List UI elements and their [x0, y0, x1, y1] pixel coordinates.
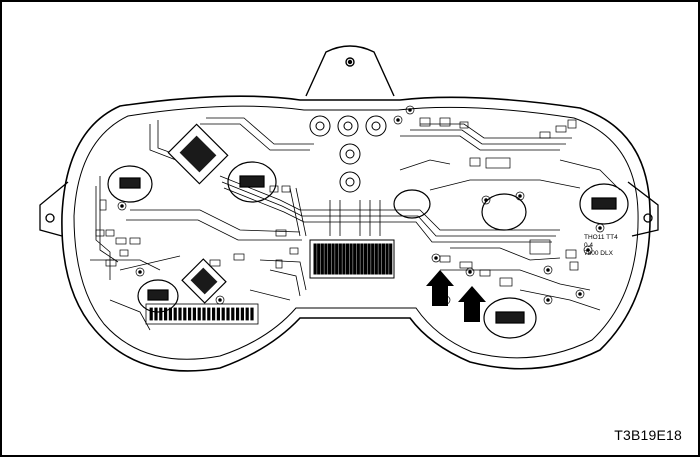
gauge-sockets: [107, 161, 629, 339]
right-mounting-ear: [627, 181, 659, 237]
board-label-line-3: 7800 DLX: [584, 250, 613, 257]
bottom-header-pins: [145, 303, 259, 325]
board-label-line-1: THO11 TT4: [584, 234, 618, 241]
circuit-traces: [90, 117, 621, 331]
microcontroller-chip-top: [167, 123, 229, 185]
top-mounting-tab: [305, 45, 395, 97]
housing-inner-outline: [73, 105, 639, 360]
housing-outline: [61, 95, 651, 372]
connector-pin-strip: [309, 239, 395, 279]
left-mounting-ear: [39, 181, 69, 237]
board-label-line-2: 0.4: [584, 242, 594, 249]
small-components: [95, 105, 605, 305]
capacitors: [309, 115, 387, 193]
figure-code: T3B19E18: [614, 427, 682, 443]
callout-arrow-2: [458, 286, 486, 322]
microcontroller-chip-bottom: [181, 258, 227, 304]
callout-arrow-1: [426, 270, 454, 306]
